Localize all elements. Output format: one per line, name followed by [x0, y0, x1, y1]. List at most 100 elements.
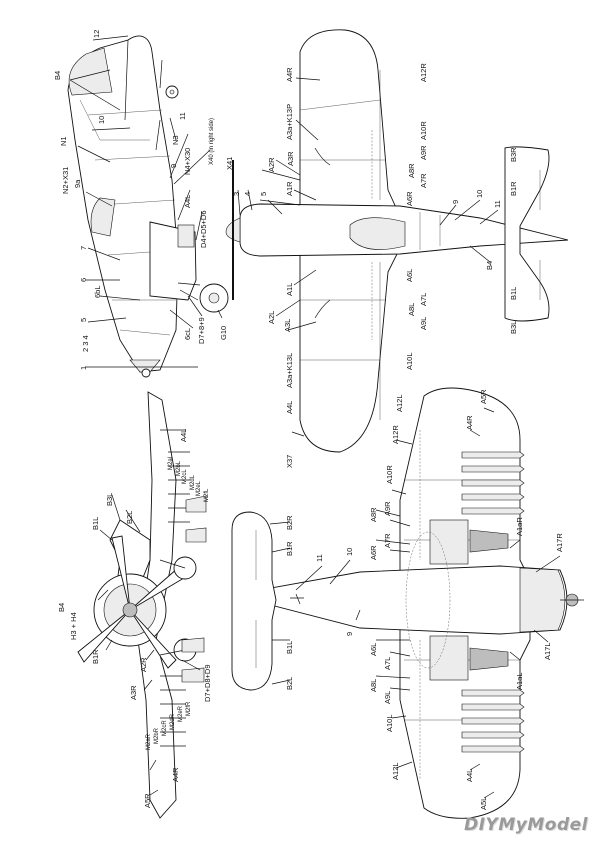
front-label-a4r: A4R — [171, 767, 180, 782]
bottom-rockets-right — [461, 689, 525, 753]
top-label-a8l: A8L — [407, 303, 416, 316]
bottom-view-labels: B2R B1R 11 10 A8R A9R A6R A7R A10R A12R … — [285, 389, 564, 810]
top-label-a9l: A9L — [419, 317, 428, 330]
side-label-d4d5d6: D4+D5+D6 — [199, 210, 208, 248]
bottom-label-b1r: B1R — [285, 541, 294, 556]
top-label-a10l: A10L — [405, 352, 414, 370]
side-view-labels: 12 B4 10 11 N1 N3 N4+X30 X40 (in right s… — [53, 30, 234, 370]
top-label-a8r: A8R — [407, 163, 416, 178]
top-label-a3ak13p: A3a+K13P — [285, 104, 294, 140]
top-label-11: 11 — [493, 200, 502, 208]
side-label-6: 6 — [79, 278, 88, 282]
front-label-a3r: A3R — [129, 685, 138, 700]
front-label-d7d8d9: D7+D8+D9 — [203, 664, 212, 702]
top-label-a12r: A12R — [419, 63, 428, 82]
top-label-a1r: A1R — [285, 181, 294, 196]
bottom-label-a17l: A17L — [543, 642, 552, 660]
top-label-a10r: A10R — [419, 121, 428, 140]
top-label-a3ak13l: A3a+K13L — [285, 353, 294, 388]
side-label-n1: N1 — [59, 136, 68, 146]
front-label-b2l: B2L — [125, 511, 134, 524]
front-label-b4: B4 — [57, 603, 66, 612]
top-view-labels: A4R A12R A3a+K13P A10R A2R A3R A9R A8R A… — [232, 63, 518, 468]
bottom-label-10: 10 — [345, 548, 354, 556]
bottom-label-b1l: B1L — [285, 641, 294, 654]
side-label-7: 7 — [79, 246, 88, 250]
side-label-6cl: 6cL — [183, 328, 192, 340]
top-label-5: 5 — [259, 192, 268, 196]
front-rocket-labels-right: M2aR M2bR M2cR M2dR M2eR M2fR — [146, 701, 192, 750]
bottom-label-b2r: B2R — [285, 515, 294, 530]
top-label-3: 3 — [232, 192, 241, 196]
front-label-m2cr: M2cR — [162, 720, 168, 736]
front-label-a5r: A5R — [143, 793, 152, 808]
front-label-m2dr: M2dR — [170, 713, 176, 730]
bottom-label-a1ar: A1aR — [515, 517, 524, 536]
top-label-x37: X37 — [285, 455, 294, 468]
top-label-a12l: A12L — [395, 394, 404, 412]
front-label-m2fr: M2fR — [186, 701, 192, 716]
front-label-m2al: M2aL — [168, 454, 174, 470]
front-label-m2cl: M2cL — [182, 469, 188, 484]
top-label-a6l: A6L — [405, 269, 414, 282]
bottom-label-a10r: A10R — [385, 465, 394, 484]
top-label-10: 10 — [475, 190, 484, 198]
top-label-b3r: B3R — [509, 147, 518, 162]
top-label-a1l: A1L — [285, 283, 294, 296]
front-label-m2fl: M2fL — [204, 488, 210, 502]
front-label-m2dl: M2dL — [190, 474, 196, 490]
bottom-label-a9r: A9R — [383, 501, 392, 516]
bottom-label-a6l: A6L — [369, 643, 378, 656]
bottom-label-a8l: A8L — [369, 679, 378, 692]
top-label-a7l: A7L — [419, 293, 428, 306]
side-label-g10: G10 — [219, 326, 228, 340]
bottom-cowl — [519, 567, 566, 633]
bottom-tailplane — [231, 511, 277, 691]
front-label-m2br: M2bR — [154, 727, 160, 744]
side-view — [67, 35, 229, 378]
top-view — [225, 29, 569, 453]
bottom-label-11: 11 — [315, 554, 324, 562]
top-label-b4: B4 — [485, 261, 494, 270]
side-label-n2x31: N2+X31 — [61, 167, 70, 194]
front-label-b1l: B1L — [91, 517, 100, 530]
bottom-label-a10l: A10L — [385, 714, 394, 732]
bottom-label-a7r: A7R — [383, 533, 392, 548]
side-label-a4l: A4L — [183, 195, 192, 208]
bottom-label-a5l: A5L — [479, 797, 488, 810]
front-label-a4l: A4L — [179, 429, 188, 442]
front-label-m2ar: M2aR — [146, 733, 152, 750]
front-rockets-left — [168, 451, 207, 543]
front-label-b1r: B1R — [91, 649, 100, 664]
bottom-label-a4l: A4L — [465, 769, 474, 782]
bottom-view — [231, 387, 584, 819]
front-label-m2er: M2eR — [178, 705, 184, 722]
bottom-rockets-left — [461, 451, 525, 515]
side-label-234: 2 3 4 — [81, 335, 90, 352]
front-rockets-right — [160, 637, 205, 747]
side-label-5: 5 — [79, 318, 88, 322]
top-label-a3l: A3L — [283, 319, 292, 332]
side-label-9: 9 — [169, 164, 178, 168]
front-label-b3l: B3L — [105, 493, 114, 506]
top-canopy — [349, 217, 406, 250]
bottom-right-wheel-well — [429, 635, 469, 681]
side-label-11: 11 — [178, 112, 187, 120]
side-label-d789: D7+8+9 — [197, 317, 206, 344]
bottom-label-a4r: A4R — [465, 415, 474, 430]
front-view-labels: A4L B3L B1L B2L B4 H3 + H4 B1R A2R A3R D… — [57, 429, 212, 808]
top-label-a6r: A6R — [405, 191, 414, 206]
top-tailplane — [504, 146, 550, 322]
top-label-a3r: A3R — [286, 151, 295, 166]
top-label-a7r: A7R — [419, 173, 428, 188]
front-label-m2bl: M2bL — [176, 460, 182, 476]
bottom-label-a6r: A6R — [369, 545, 378, 560]
bottom-label-a1al: A1aL — [515, 672, 524, 690]
bottom-label-a5r: A5R — [479, 389, 488, 404]
side-label-b4: B4 — [53, 71, 62, 80]
side-label-n4x30: N4+X30 — [183, 148, 192, 175]
top-label-a2l: A2L — [267, 311, 276, 324]
side-label-x41: X41 — [225, 157, 234, 170]
bottom-label-b2l: B2L — [285, 677, 294, 690]
bottom-label-9: 9 — [345, 632, 354, 636]
